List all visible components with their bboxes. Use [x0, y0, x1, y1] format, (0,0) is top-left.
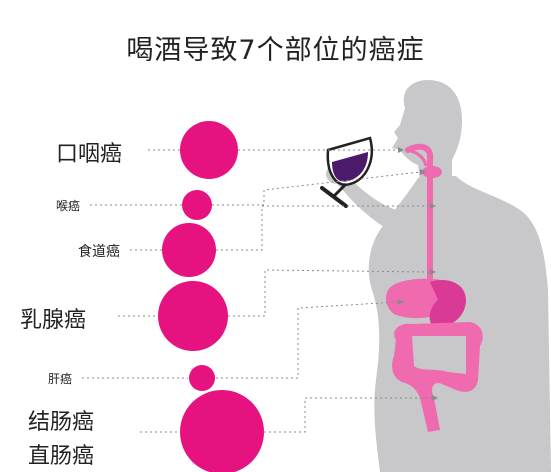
leader-breast [228, 269, 431, 317]
leader-lines [212, 149, 432, 433]
label-esophageal-cancer: 食道癌 [78, 244, 120, 260]
label-oropharyngeal-cancer: 口咽癌 [56, 142, 123, 167]
label-breast-cancer: 乳腺癌 [20, 308, 87, 333]
body-silhouette [326, 80, 551, 472]
stomach-organ [429, 280, 466, 327]
label-laryngeal-cancer: 喉癌 [56, 199, 81, 213]
larynx-organ [422, 166, 442, 178]
cancer-circles [158, 121, 264, 472]
circle-larynx [182, 190, 212, 220]
digestive-tract [405, 143, 434, 283]
leader-colon [264, 397, 432, 433]
circle-liver [189, 365, 215, 391]
label-leaders [82, 149, 188, 433]
circle-colorectal [180, 390, 264, 472]
leader-arrows [398, 147, 438, 401]
label-rectal-cancer: 直肠癌 [28, 444, 95, 469]
intestine-gap [412, 336, 466, 374]
leader-larynx [212, 171, 421, 206]
label-colon-cancer: 结肠癌 [28, 410, 95, 435]
leader-liver [216, 301, 399, 379]
page-title: 喝酒导致7个部位的癌症 [126, 35, 425, 66]
circle-breast [158, 281, 228, 351]
circle-esophagus [162, 223, 216, 277]
label-liver-cancer: 肝癌 [48, 372, 73, 386]
circle-oral [180, 121, 238, 179]
